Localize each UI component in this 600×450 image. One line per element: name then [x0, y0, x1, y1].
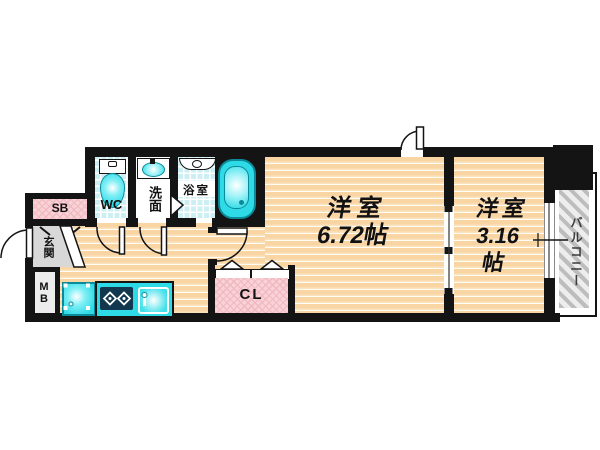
- wall-bath-bottom-4: [212, 218, 265, 227]
- shoe-box-label: SB: [51, 201, 69, 215]
- kitchen-stove: [100, 287, 133, 310]
- second-room-size: 3.16: [474, 223, 522, 248]
- entrance-label: 玄関: [42, 236, 54, 258]
- balcony-label: バルコニー: [568, 215, 582, 289]
- wall-bottom: [25, 313, 560, 322]
- washer-pan: [62, 282, 96, 316]
- wall-hall-door-top: [208, 227, 217, 233]
- second-room-label: 洋室 3.16 帖: [445, 195, 551, 276]
- entry-door: [0, 227, 34, 259]
- wall-partition-bottom: [444, 294, 454, 313]
- window-cap-top: [544, 198, 553, 203]
- second-room-size-unit: 帖: [480, 250, 507, 275]
- wall-bath-bottom-1: [85, 218, 97, 227]
- bathtub-drain: [239, 200, 244, 205]
- meter-box-label: MB: [38, 281, 50, 305]
- window-cap-bottom: [544, 278, 553, 283]
- washroom-label: 洗面: [147, 186, 162, 212]
- wall-partition-top: [444, 157, 454, 206]
- bathtub-inner: [224, 166, 249, 209]
- wall-top-right-block: [553, 145, 593, 190]
- wall-closet-right: [288, 265, 295, 313]
- closet-door-track-divider: [250, 269, 252, 278]
- second-room-name: 洋室: [474, 196, 531, 221]
- balcony-window-sash: [548, 203, 550, 278]
- bathroom-label: 浴室: [183, 185, 210, 197]
- toilet-bowl: [100, 173, 125, 208]
- closet: [215, 278, 288, 313]
- wall-bath-bottom-2: [126, 218, 138, 227]
- wall-sb-bottom: [25, 219, 89, 226]
- wall-left-upper: [25, 193, 33, 228]
- toilet-tank-button: [108, 161, 117, 167]
- bathroom-label-box: [178, 181, 215, 197]
- main-room-floor: [265, 157, 544, 313]
- wall-left-lower: [25, 258, 33, 322]
- main-room-size: 6.72帖: [314, 222, 391, 249]
- bath-counter-basin: [192, 160, 202, 168]
- shoe-box: [33, 199, 87, 219]
- kitchen-sink: [138, 287, 169, 314]
- vanity-basin: [142, 162, 165, 177]
- wall-closet-left: [208, 265, 215, 313]
- wall-right-bottom: [544, 283, 553, 313]
- wall-top: [85, 147, 558, 157]
- wall-right-top: [544, 157, 553, 198]
- main-room-name: 洋室: [325, 195, 390, 222]
- wall-sb-top: [25, 193, 89, 199]
- meter-box: [35, 272, 55, 313]
- top-door-opening: [401, 147, 423, 157]
- main-room-label: 洋室 6.72帖: [260, 195, 450, 249]
- wall-washroom-bathroom: [170, 157, 178, 218]
- wc-label: WC: [100, 197, 123, 212]
- wall-bath-bottom-3: [166, 218, 196, 227]
- wall-wc-washroom: [128, 157, 136, 218]
- balcony-deck: [559, 190, 589, 308]
- vanity-faucet: [150, 158, 155, 164]
- closet-label: CL: [239, 286, 264, 303]
- wall-hall-door-bottom: [208, 259, 217, 265]
- wall-bath-left: [85, 147, 95, 226]
